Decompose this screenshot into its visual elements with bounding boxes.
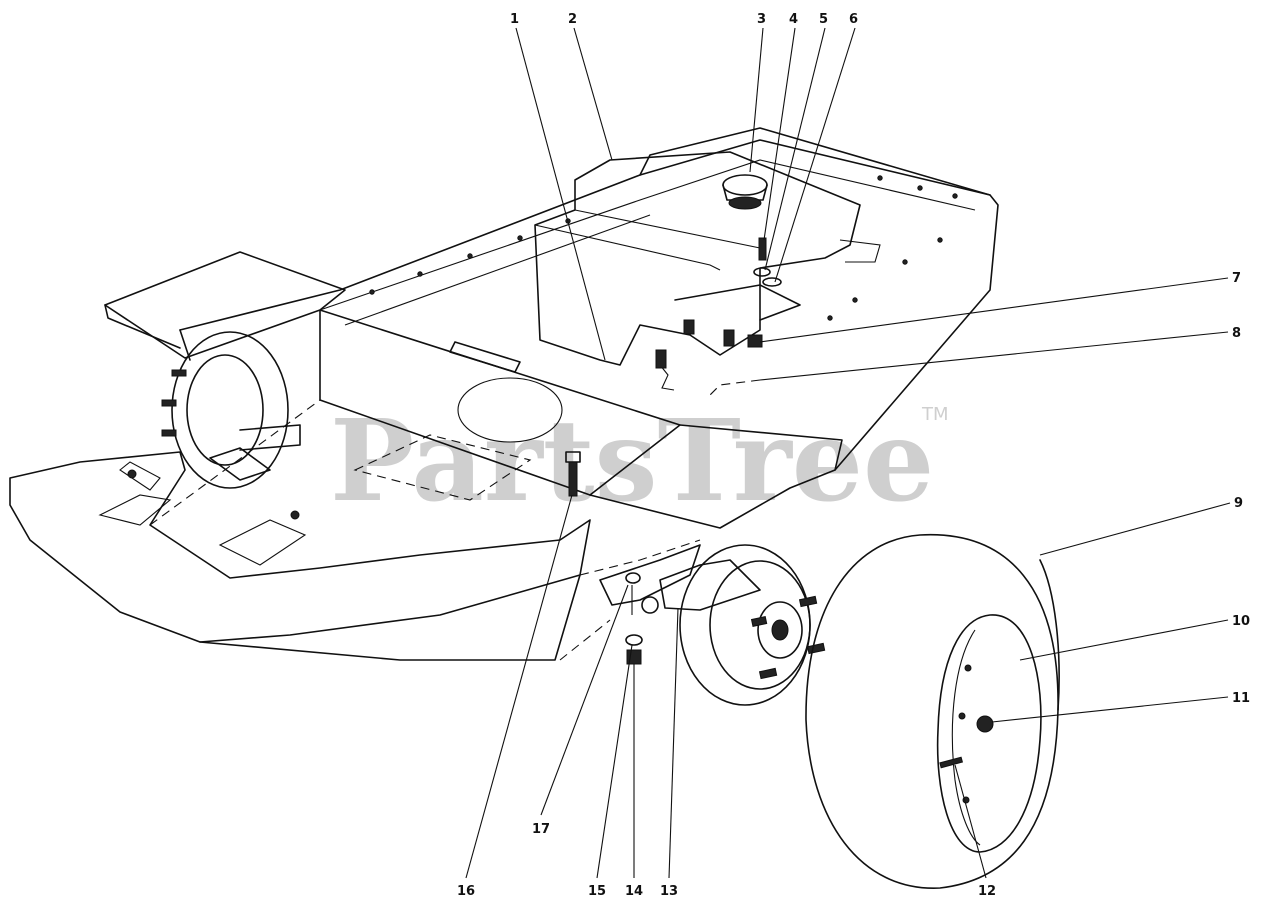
fuel-tank-body <box>534 151 861 366</box>
pan-bolt-2 <box>127 469 137 479</box>
frame-rear-rail <box>179 139 999 471</box>
callout-8: 8 <box>1232 326 1241 341</box>
callout-4: 4 <box>789 12 798 27</box>
callout-7: 7 <box>1232 271 1241 286</box>
left-footrest-edge <box>104 304 181 349</box>
callout-9: 9 <box>1234 496 1243 511</box>
left-drum-bracket <box>209 447 271 481</box>
hidden-recess <box>353 434 532 501</box>
rim-inner-edge <box>951 629 981 846</box>
fuel-neck <box>728 196 762 210</box>
pan-bracket-right <box>218 519 307 566</box>
tunnel-fold <box>589 424 681 496</box>
tank-mount-tab <box>839 239 881 263</box>
bolt-shank <box>568 461 578 497</box>
fuel-tank-step <box>674 284 801 321</box>
washer-15 <box>625 634 643 646</box>
callout-5: 5 <box>819 12 828 27</box>
tank-grommet <box>762 277 782 287</box>
leader-lines <box>465 27 1231 879</box>
callout-1: 1 <box>510 12 519 27</box>
lower-pan <box>9 451 591 643</box>
fuel-tank <box>534 151 881 366</box>
callout-16: 16 <box>457 884 475 899</box>
wheel-studs <box>750 595 826 680</box>
tank-screw <box>753 237 782 287</box>
axle-bracket-hole <box>641 596 659 614</box>
fuel-cap <box>722 174 768 210</box>
frame-inner-rail-2 <box>344 214 651 326</box>
pan-front-edge <box>199 574 581 661</box>
hub-bore <box>771 619 789 641</box>
fuel-tank-ridge <box>574 209 761 249</box>
valve-stem <box>939 756 964 769</box>
watermark-trademark: TM <box>921 404 949 425</box>
left-brake-drum <box>161 331 301 489</box>
cross-tube <box>449 341 521 373</box>
brake-drum-outer <box>679 544 811 706</box>
tire-shoulder <box>1039 559 1060 711</box>
right-axle-hub <box>599 544 826 706</box>
fuel-fittings <box>655 319 763 391</box>
hidden-edge-2 <box>579 539 701 576</box>
callout-15: 15 <box>588 884 606 899</box>
pan-bracket-left <box>98 494 172 526</box>
axle-bracket <box>599 544 701 606</box>
tire <box>805 533 1059 889</box>
callout-6: 6 <box>849 12 858 27</box>
callout-17: 17 <box>532 822 550 837</box>
center-tunnel <box>319 309 843 529</box>
brake-drum-face <box>709 560 811 690</box>
pan-bolt <box>290 510 300 520</box>
callout-numbers: 1 2 3 4 5 6 7 8 9 10 11 12 13 14 15 16 1… <box>457 12 1250 899</box>
fuel-cap-top <box>722 174 768 196</box>
axle-housing <box>659 559 761 611</box>
left-drum-inner <box>186 354 264 466</box>
tunnel-opening <box>457 377 563 443</box>
frame-top-edge <box>639 127 991 196</box>
callout-10: 10 <box>1232 614 1250 629</box>
lock-washer-17 <box>625 572 641 584</box>
fuel-tank-seam <box>534 224 721 271</box>
wheel-rim <box>936 614 1042 853</box>
hub-center <box>757 601 803 659</box>
left-axle-stub <box>239 424 301 451</box>
callout-13: 13 <box>660 884 678 899</box>
callout-3: 3 <box>757 12 766 27</box>
fuel-line <box>659 364 675 391</box>
tank-washer <box>753 267 771 277</box>
frame-inner-rail <box>319 159 976 311</box>
callout-12: 12 <box>978 884 996 899</box>
callout-11: 11 <box>1232 691 1250 706</box>
frame <box>9 127 999 661</box>
left-footrest <box>104 251 346 359</box>
left-drum-outer <box>171 331 289 489</box>
frame-rivets <box>369 175 958 321</box>
hidden-edge-3 <box>559 619 611 661</box>
pan-clip <box>119 461 161 491</box>
callout-14: 14 <box>625 884 643 899</box>
callout-2: 2 <box>568 12 577 27</box>
rear-wheel <box>805 533 1060 889</box>
lug-nut <box>976 715 994 733</box>
